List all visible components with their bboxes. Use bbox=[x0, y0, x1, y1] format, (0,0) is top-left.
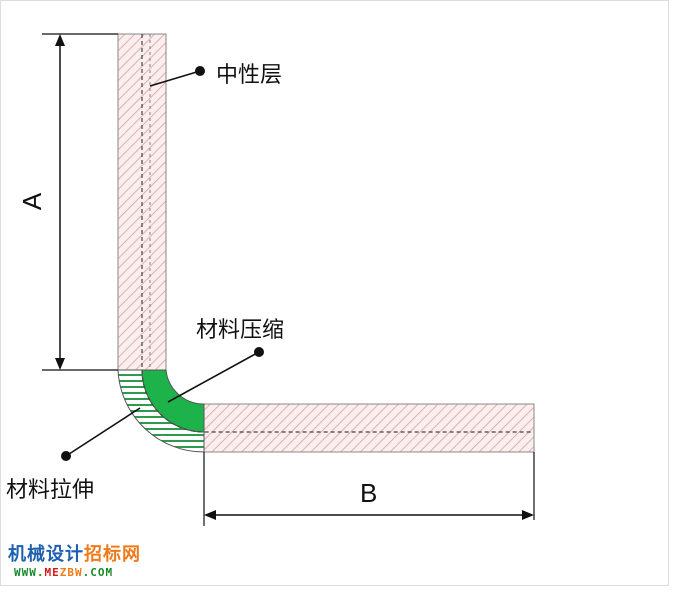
dim-b-arrow-right bbox=[522, 510, 534, 520]
watermark-url: WWW.MEZBW.COM bbox=[14, 566, 113, 579]
watermark-name: 机械设计招标网 bbox=[8, 540, 141, 566]
leader-line-neutral bbox=[149, 70, 201, 87]
neutral-layer-line bbox=[141, 34, 534, 433]
dim-b-label: B bbox=[360, 478, 378, 508]
watermark-url-me: ME bbox=[44, 566, 60, 579]
watermark-name-part2: 招标网 bbox=[84, 544, 141, 565]
dim-a-label: A bbox=[17, 192, 48, 211]
image-border bbox=[0, 0, 669, 586]
watermark-url-www: WWW. bbox=[14, 566, 45, 579]
watermark-name-part1: 机械设计 bbox=[8, 544, 84, 565]
dim-a-arrow-top bbox=[55, 34, 65, 46]
tension-label: 材料拉伸 bbox=[6, 478, 95, 503]
dim-a-arrow-bottom bbox=[55, 358, 65, 370]
watermark-url-com: .COM bbox=[82, 566, 114, 579]
dim-b-arrow-left bbox=[204, 510, 216, 520]
horizontal-leg bbox=[203, 403, 535, 453]
leader-line-tension bbox=[65, 407, 141, 457]
compression-label: 材料压缩 bbox=[196, 318, 285, 343]
watermark-url-zbw: ZBW bbox=[59, 566, 83, 579]
leader-line-compression bbox=[167, 351, 260, 403]
neutral-layer-label: 中性层 bbox=[216, 63, 283, 88]
